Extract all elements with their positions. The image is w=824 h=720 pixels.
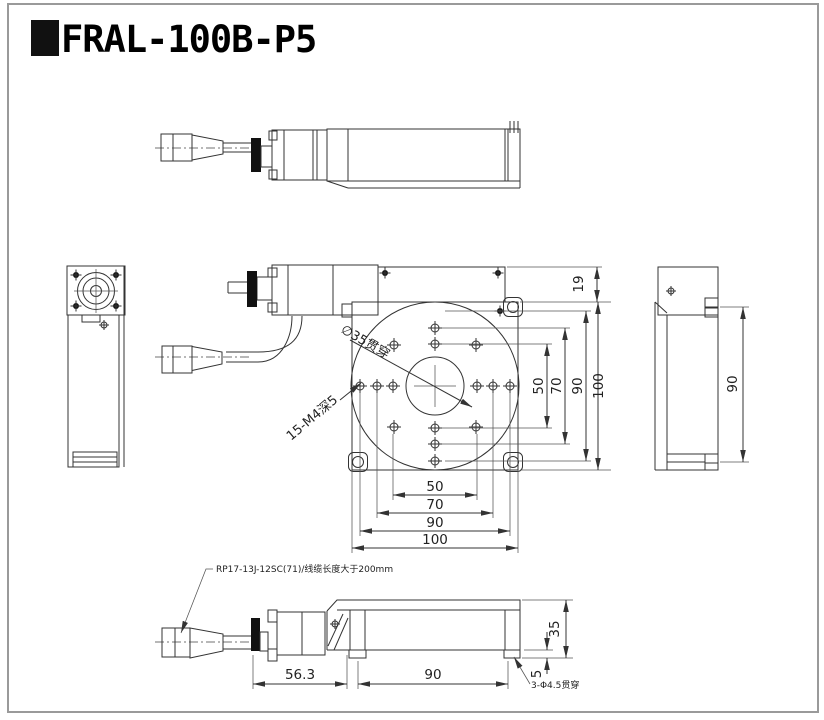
corner-hole [503, 452, 523, 472]
dim-90h: 90 [426, 515, 443, 531]
screw-icon [110, 269, 122, 281]
body-profile [654, 266, 719, 471]
motor-block [227, 264, 379, 318]
dim-100v: 100 [591, 373, 607, 399]
left-side-view [66, 265, 126, 468]
dims-bottom: 50 70 90 100 [351, 393, 519, 553]
cable-flange [251, 618, 260, 651]
body-profile [67, 266, 125, 468]
right-side-view: 90 [654, 266, 749, 471]
cable-connector [160, 133, 251, 162]
screw-icon [70, 269, 82, 281]
dim-50v: 50 [531, 377, 547, 394]
cable-flange [251, 138, 261, 172]
dim-90-bottom: 90 [424, 667, 441, 683]
bottom-view: RP17-13J-12SC(71)/线缆长度大于200mm [155, 563, 579, 691]
corner-hole [503, 297, 523, 317]
thread-label: 15-M4深5 [284, 393, 341, 444]
dim-90-side: 90 [725, 375, 741, 392]
corner-hole [348, 452, 368, 472]
holes-note: 3-Φ4.5贯穿 [531, 679, 579, 691]
center-through-hole [405, 356, 465, 416]
sheet-border [7, 3, 819, 713]
cable-connector-bottom [161, 627, 251, 659]
motor-assembly [260, 129, 328, 181]
dims-bottom-view: 56.3 90 35 5 3-Φ4.5贯穿 [252, 599, 579, 691]
dim-50h: 50 [426, 479, 443, 495]
motor-rear-cap [247, 271, 257, 307]
front-view: ∅35贯穿 15-M4深5 [155, 264, 611, 553]
diameter-leader [349, 339, 473, 408]
screw-icon [379, 267, 391, 279]
cable [226, 315, 303, 363]
screw-icon [70, 300, 82, 312]
dim-70h: 70 [426, 497, 443, 513]
screw-icon [110, 300, 122, 312]
title-bullet [31, 20, 59, 56]
dim-side-90: 90 [720, 306, 749, 463]
dim-35: 35 [547, 620, 563, 637]
screw-icon [492, 267, 504, 279]
page-title: FRAL-100B-P5 [61, 18, 316, 61]
dim-90v: 90 [570, 377, 586, 394]
stage-body [326, 121, 521, 189]
dim-100h: 100 [422, 532, 448, 548]
connector-note: RP17-13J-12SC(71)/线缆长度大于200mm [216, 563, 393, 575]
thread-leader [339, 382, 362, 401]
dim-5: 5 [529, 670, 545, 679]
center-hole-label: ∅35贯穿 [338, 322, 393, 363]
title-block: FRAL-100B-P5 [31, 18, 317, 61]
dim-19: 19 [571, 275, 587, 292]
holes-note-leader [513, 656, 531, 685]
motor-gearhead [259, 609, 349, 662]
cable-connector-front [161, 345, 223, 374]
pin-hole-icon [665, 285, 677, 297]
stage-body-bottom [326, 599, 521, 659]
connector-note-leader [180, 568, 213, 634]
dim-56-3: 56.3 [285, 667, 315, 683]
top-view [155, 121, 521, 189]
bolt-icon [329, 618, 341, 630]
dim-70v: 70 [549, 377, 565, 394]
dims-right: 50 70 90 100 19 [442, 266, 611, 471]
